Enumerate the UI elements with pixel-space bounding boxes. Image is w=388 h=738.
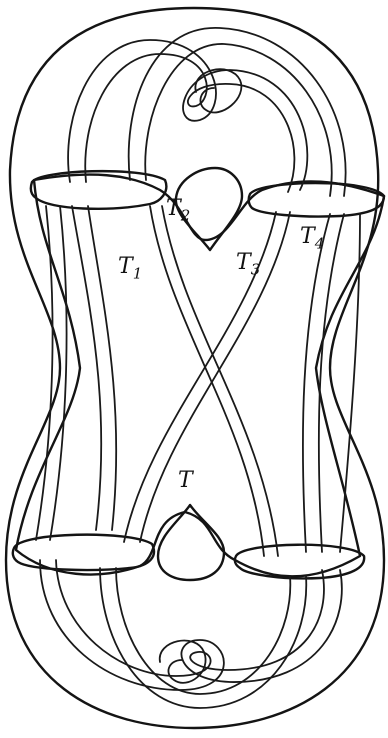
hole-lower [158,505,224,580]
label-t1: T1 [118,256,142,281]
outer-surface [6,8,384,728]
strand-t1-b [88,206,116,530]
strand-t1-d [36,206,53,540]
strand-t1-a [72,206,101,530]
disk-bottom-right [235,545,364,579]
disk-bottom-left [13,535,154,570]
label-t3: T3 [236,252,260,277]
bottom-strand-4 [116,568,290,694]
label-t-center: T [178,470,193,492]
label-t4: T4 [300,226,324,251]
strand-t2-b [162,206,278,556]
strand-t4-a [303,214,330,552]
top-strand-3 [129,28,346,196]
label-t2: T2 [166,198,190,223]
top-strand-1 [68,40,307,190]
top-loop [195,69,241,112]
